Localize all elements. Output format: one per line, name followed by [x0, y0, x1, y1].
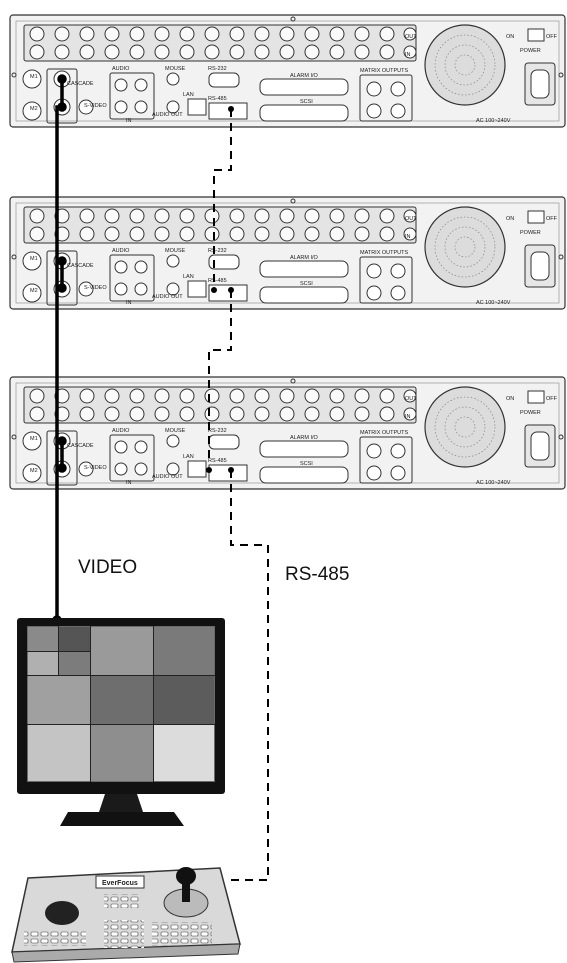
port-label-m2: M2: [30, 468, 38, 474]
port-label-svideo: S-VIDEO: [84, 103, 107, 109]
port-label-alarm: ALARM I/O: [290, 435, 319, 441]
port-label-in: IN: [126, 118, 132, 124]
port-label-off: OFF: [546, 216, 558, 222]
port-label-out: OUT: [405, 34, 417, 40]
port-label-m1: M1: [30, 436, 38, 442]
port-label-loop-in: IN: [405, 52, 411, 58]
monitor-stand: [99, 794, 143, 812]
port-label-m2: M2: [30, 288, 38, 294]
port-label-rs232: RS-232: [208, 248, 227, 254]
port-label-m1: M1: [30, 256, 38, 262]
rs485-cable: [208, 109, 269, 881]
port-label-rs232: RS-232: [208, 428, 227, 434]
port-label-rs485: RS-485: [208, 278, 227, 284]
port-label-on: ON: [506, 396, 514, 402]
port-label-rs485: RS-485: [208, 458, 227, 464]
port-label-m1: M1: [30, 74, 38, 80]
port-label-alarm: ALARM I/O: [290, 255, 319, 261]
port-label-ac: AC 100~240V: [476, 480, 511, 486]
camera-view-grid: [28, 627, 214, 781]
port-label-matrix: MATRIX OUTPUTS: [360, 250, 409, 256]
port-label-audio-out: AUDIO OUT: [152, 112, 183, 118]
port-label-audio: AUDIO: [112, 428, 130, 434]
dvr-unit: M1 M2 CASCADE S-VIDEO AUDIO IN MOUSE AUD…: [9, 196, 566, 310]
port-label-lan: LAN: [183, 454, 194, 460]
port-label-scsi: SCSI: [300, 99, 313, 105]
port-label-m2: M2: [30, 106, 38, 112]
dvr-unit: M1 M2 CASCADE S-VIDEO AUDIO IN MOUSE AUD…: [9, 376, 566, 490]
port-label-mouse: MOUSE: [165, 66, 186, 72]
port-label-scsi: SCSI: [300, 461, 313, 467]
port-label-in: IN: [126, 480, 132, 486]
port-label-audio-out: AUDIO OUT: [152, 294, 183, 300]
port-label-svideo: S-VIDEO: [84, 465, 107, 471]
port-label-matrix: MATRIX OUTPUTS: [360, 68, 409, 74]
port-label-scsi: SCSI: [300, 281, 313, 287]
port-label-off: OFF: [546, 34, 558, 40]
port-label-lan: LAN: [183, 274, 194, 280]
lcd-monitor: [17, 618, 225, 826]
port-label-cascade: CASCADE: [67, 443, 94, 449]
port-label-in: IN: [126, 300, 132, 306]
video-cable: [52, 74, 67, 628]
port-label-out: OUT: [405, 396, 417, 402]
port-label-mouse: MOUSE: [165, 428, 186, 434]
port-label-power: POWER: [520, 410, 541, 416]
port-label-svideo: S-VIDEO: [84, 285, 107, 291]
port-label-rs232: RS-232: [208, 66, 227, 72]
port-label-loop-in: IN: [405, 414, 411, 420]
ptz-keyboard-controller: EverFocus: [11, 867, 241, 963]
rs485-connection-dots: [206, 106, 234, 473]
rs485-label: RS-485: [285, 564, 349, 585]
zoom-knob: [45, 901, 79, 925]
port-label-ac: AC 100~240V: [476, 300, 511, 306]
port-label-out: OUT: [405, 216, 417, 222]
joystick: [182, 876, 190, 902]
monitor-base: [60, 812, 184, 826]
port-label-loop-in: IN: [405, 234, 411, 240]
keyboard-brand: EverFocus: [102, 880, 138, 887]
port-label-on: ON: [506, 216, 514, 222]
port-label-rs485: RS-485: [208, 96, 227, 102]
port-label-audio: AUDIO: [112, 248, 130, 254]
port-label-audio: AUDIO: [112, 66, 130, 72]
port-label-audio-out: AUDIO OUT: [152, 474, 183, 480]
port-label-cascade: CASCADE: [67, 263, 94, 269]
port-label-power: POWER: [520, 48, 541, 54]
port-label-power: POWER: [520, 230, 541, 236]
video-label: VIDEO: [78, 557, 137, 578]
port-label-lan: LAN: [183, 92, 194, 98]
joystick-head: [176, 867, 196, 885]
port-label-matrix: MATRIX OUTPUTS: [360, 430, 409, 436]
port-label-alarm: ALARM I/O: [290, 73, 319, 79]
port-label-off: OFF: [546, 396, 558, 402]
port-label-on: ON: [506, 34, 514, 40]
port-label-cascade: CASCADE: [67, 81, 94, 87]
dvr-unit: M1 M2 CASCADE S-VIDEO AUDIO IN MOUSE AUD…: [9, 14, 566, 128]
port-label-ac: AC 100~240V: [476, 118, 511, 124]
port-label-mouse: MOUSE: [165, 248, 186, 254]
